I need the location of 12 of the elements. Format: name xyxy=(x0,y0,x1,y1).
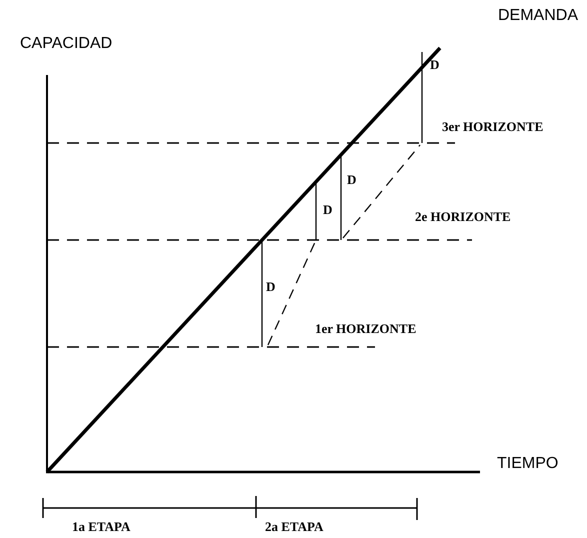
horizon-label: 1er HORIZONTE xyxy=(315,322,416,335)
gap-label: D xyxy=(347,173,356,186)
axis-title: DEMANDA xyxy=(498,8,578,24)
gap-label: D xyxy=(266,280,276,293)
horizon-label: 3er HORIZONTE xyxy=(442,120,544,133)
stage-label: 2a ETAPA xyxy=(265,520,324,533)
gap-label: D xyxy=(430,58,440,71)
axis-title: CAPACIDAD xyxy=(20,36,112,52)
gap-label: D xyxy=(323,203,332,216)
axis-title: TIEMPO xyxy=(497,456,558,472)
stage-label: 1a ETAPA xyxy=(72,520,130,533)
horizon-label: 2e HORIZONTE xyxy=(415,210,511,223)
